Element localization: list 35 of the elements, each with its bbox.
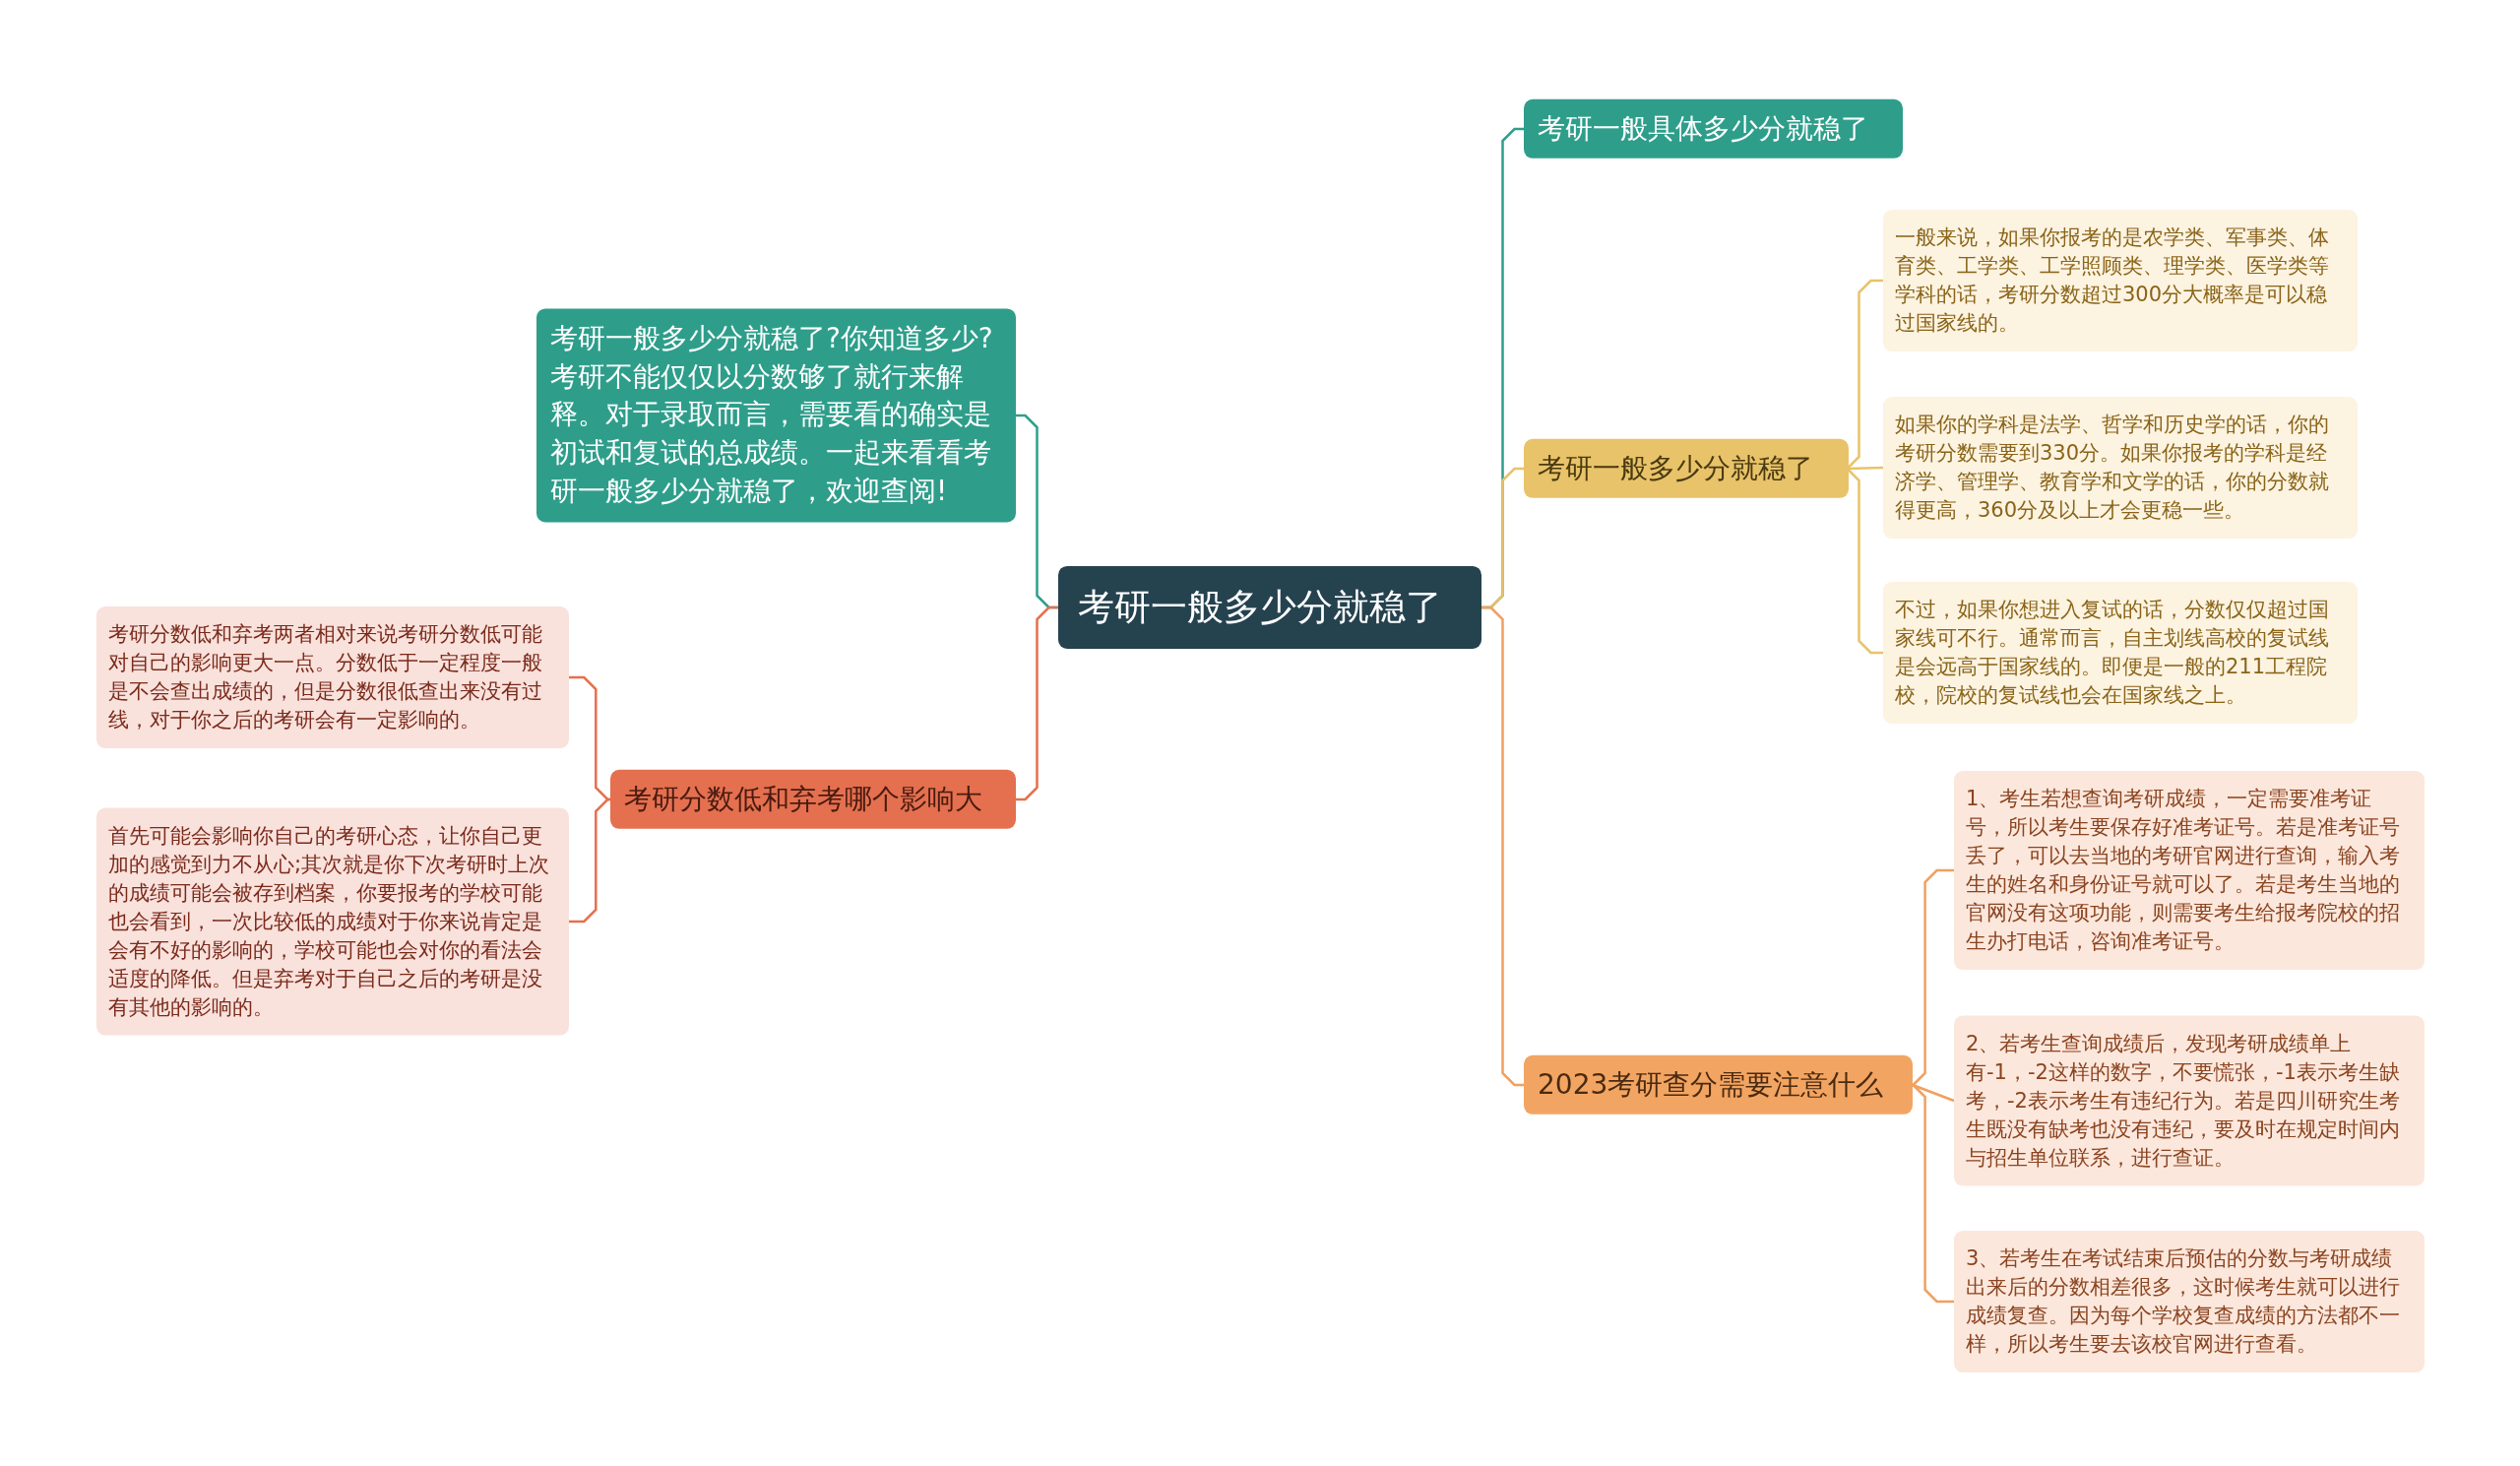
central-topic-box (1058, 565, 1481, 650)
connector-line (569, 675, 611, 801)
connector-line (1481, 606, 1524, 1087)
connector-line (1848, 466, 1884, 471)
topic-box (610, 769, 1016, 830)
note-text: 2、若考生查询成绩后，发现考研成绩单上有-1，-2这样的数字，不要慌张，-1表示考生缺考，-2表示考生有违纪行为。若是四川研究生考生既没有缺考也没有违纪，要及时在规定时间内与招生单位联系，进行查证。 (1966, 1030, 2401, 1172)
note-box (1883, 397, 2358, 539)
note-box (96, 606, 569, 748)
connector-line (569, 797, 611, 924)
note-box (1954, 771, 2425, 970)
connector-line (1912, 868, 1954, 1087)
note-box (1883, 582, 2358, 724)
topic-box (1524, 98, 1903, 159)
topic-box (1524, 1054, 1913, 1115)
note-text: 1、考生若想查询考研成绩，一定需要准考证号，所以考生要保存好准考证号。若是准考证号丢了，可以去当地的考研官网进行查询，输入考生的姓名和身份证号就可以了。若是考生当地的官网没有这项功能，则需要考生给报考院校的招生办打电话，咨询准考证号。 (1966, 786, 2401, 955)
connector-line (1016, 606, 1058, 801)
topic-label: 考研一般多少分就稳了 (1538, 450, 1814, 486)
note-text: 不过，如果你想进入复试的话，分数仅仅超过国家线可不行。通常而言，自主划线高校的复试线是会远高于国家线的。即便是一般的211工程院校，院校的复试线也会在国家线之上。 (1895, 597, 2330, 709)
note-text: 3、若考生在考试结束后预估的分数与考研成绩出来后的分数相差很多，这时候考生就可以进行成绩复查。因为每个学校复查成绩的方法都不一样，所以考生要去该校官网进行查看。 (1966, 1245, 2401, 1358)
note-box (1883, 210, 2358, 351)
note-text: 考研一般多少分就稳了?你知道多少?考研不能仅仅以分数够了就行来解释。对于录取而言，需要看的确实是初试和复试的总成绩。一起来看看考研一般多少分就稳了，欢迎查阅! (550, 321, 994, 509)
note-box (1954, 1015, 2425, 1186)
note-text: 如果你的学科是法学、哲学和历史学的话，你的考研分数需要到330分。如果你报考的学科是经济学、管理学、教育学和文学的话，你的分数就得更高，360分及以上才会更稳一些。 (1895, 412, 2330, 524)
note-text: 考研分数低和弃考两者相对来说考研分数低可能对自己的影响更大一点。分数低于一定程度一般是不会查出成绩的，但是分数很低查出来没有过线，对于你之后的考研会有一定影响的。 (108, 621, 543, 733)
topic-label: 考研一般具体多少分就稳了 (1538, 110, 1869, 147)
topic-label: 考研一般多少分就稳了 (1078, 584, 1443, 630)
note-box (1954, 1231, 2425, 1372)
topic-box (1524, 438, 1849, 499)
topic-label: 2023考研查分需要注意什么 (1538, 1066, 1885, 1103)
connector-line (1912, 1083, 1954, 1304)
note-text: 一般来说，如果你报考的是农学类、军事类、体育类、工学类、工学照顾类、理学类、医学类等学科的话，考研分数超过300分大概率是可以稳过国家线的。 (1895, 224, 2330, 337)
note-text: 首先可能会影响你自己的考研心态，让你自己更加的感觉到力不从心;其次就是你下次考研时上次的成绩可能会被存到档案，你要报考的学校可能也会看到，一次比较低的成绩对于你来说肯定是会有不好的影响的，学校可能也会对你的看法会适度的降低。但是弃考对于自己之后的考研是没有其他的影响的。 (108, 822, 551, 1021)
summary-box (536, 308, 1016, 523)
note-box (96, 807, 569, 1036)
topic-label: 考研分数低和弃考哪个影响大 (624, 781, 983, 817)
